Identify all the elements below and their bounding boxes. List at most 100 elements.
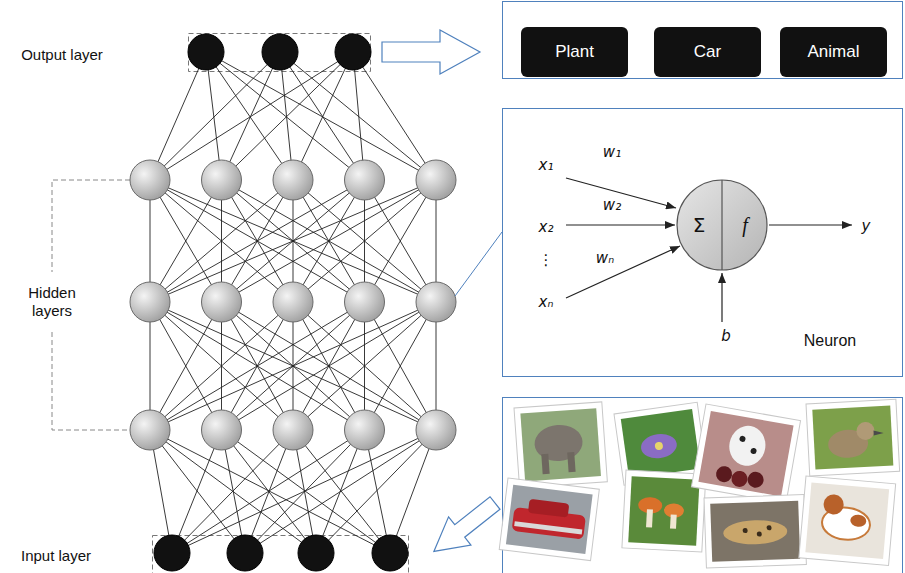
io-unit — [335, 34, 371, 70]
block-arrow — [423, 489, 506, 566]
io-unit — [262, 34, 298, 70]
weight-symbol: wₙ — [596, 249, 614, 267]
network-link — [222, 180, 437, 302]
dog-patch — [850, 514, 867, 527]
cherry-shape — [730, 470, 749, 489]
hidden-unit — [202, 410, 242, 450]
photo-frame — [499, 478, 599, 561]
photo-frame — [806, 399, 900, 476]
network-link — [222, 180, 437, 302]
network-link — [293, 52, 353, 180]
hidden-unit — [345, 160, 385, 200]
ellipsis-symbol: ⋮ — [539, 251, 554, 269]
leopard-spot — [766, 525, 771, 530]
network-link — [150, 302, 365, 430]
photo-fill — [520, 408, 601, 481]
photo-fill — [628, 476, 699, 545]
network-link — [150, 430, 245, 553]
output-layer-box — [189, 34, 371, 72]
photo-frame — [691, 404, 800, 503]
dog-spot — [739, 435, 746, 442]
photo-dalmatian — [691, 404, 800, 503]
network-graph — [130, 34, 456, 571]
network-link — [150, 302, 365, 430]
neuron-outline — [676, 179, 768, 271]
photo-frame — [514, 402, 607, 488]
hidden-unit — [273, 282, 313, 322]
network-link — [222, 302, 437, 430]
mushroom-stem — [646, 509, 653, 527]
class-box: Animal — [780, 27, 887, 77]
hidden-unit — [202, 160, 242, 200]
hidden-unit — [273, 410, 313, 450]
caption-label: Neuron — [804, 331, 856, 350]
hidden-unit — [416, 160, 456, 200]
cherry-shape — [746, 470, 765, 489]
photo-fill — [506, 485, 593, 554]
block-arrow — [382, 30, 480, 74]
mushroom-stem — [670, 514, 677, 528]
car-roof — [528, 499, 569, 518]
io-unit — [298, 535, 334, 571]
bias-arrow — [721, 273, 722, 322]
network-link — [365, 180, 437, 302]
elephant-leg — [541, 454, 549, 474]
io-unit — [188, 34, 224, 70]
flower-shape — [639, 432, 678, 461]
network-link — [172, 430, 436, 553]
network-link — [206, 52, 365, 180]
network-link — [365, 180, 437, 302]
network-link — [206, 52, 436, 180]
photo-chick — [806, 399, 900, 476]
layer-label: Input layer — [21, 547, 91, 565]
weight-symbol: w₁ — [603, 143, 621, 161]
neuron-panel — [503, 109, 903, 377]
neuron-circle: Σf — [676, 179, 768, 271]
class-label: Car — [694, 42, 721, 62]
elephant-leg — [567, 452, 575, 472]
io-unit — [227, 535, 263, 571]
hidden-unit — [130, 160, 170, 200]
network-link — [316, 430, 436, 553]
output-panel — [503, 2, 903, 79]
block-arrow-shape — [423, 489, 506, 566]
network-link — [172, 430, 365, 553]
class-label: Animal — [808, 42, 860, 62]
photo-fill — [710, 501, 800, 562]
photo-car — [499, 478, 599, 561]
network-link — [222, 302, 437, 430]
leopard-shape — [723, 519, 788, 545]
photo-frame — [704, 495, 806, 568]
input-symbol: x₂ — [539, 218, 554, 236]
network-link — [365, 302, 437, 430]
network-link — [172, 430, 293, 553]
cherry-shape — [715, 465, 734, 484]
bias-symbol: b — [721, 327, 731, 345]
output-symbol: y — [862, 217, 871, 235]
leopard-spot — [757, 532, 762, 537]
io-unit — [372, 535, 408, 571]
photo-frame — [799, 476, 896, 566]
layer-label: Output layer — [21, 46, 103, 64]
class-box: Car — [654, 27, 761, 77]
photo-dog — [799, 476, 896, 566]
network-link — [150, 180, 222, 302]
neuron-divider — [721, 180, 722, 270]
network-link — [150, 302, 222, 430]
input-symbol: x₁ — [539, 156, 554, 174]
io-unit — [154, 535, 190, 571]
hidden-unit — [130, 282, 170, 322]
network-link — [150, 302, 222, 430]
chick-head — [856, 421, 875, 440]
input-arrow — [566, 246, 680, 298]
hidden-unit — [202, 282, 242, 322]
photo-fill — [812, 406, 893, 470]
network-link — [150, 52, 353, 180]
hidden-unit — [345, 410, 385, 450]
class-label: Plant — [555, 42, 594, 62]
network-link — [150, 180, 222, 302]
dog-spot — [750, 447, 757, 454]
zoom-line — [455, 232, 502, 296]
